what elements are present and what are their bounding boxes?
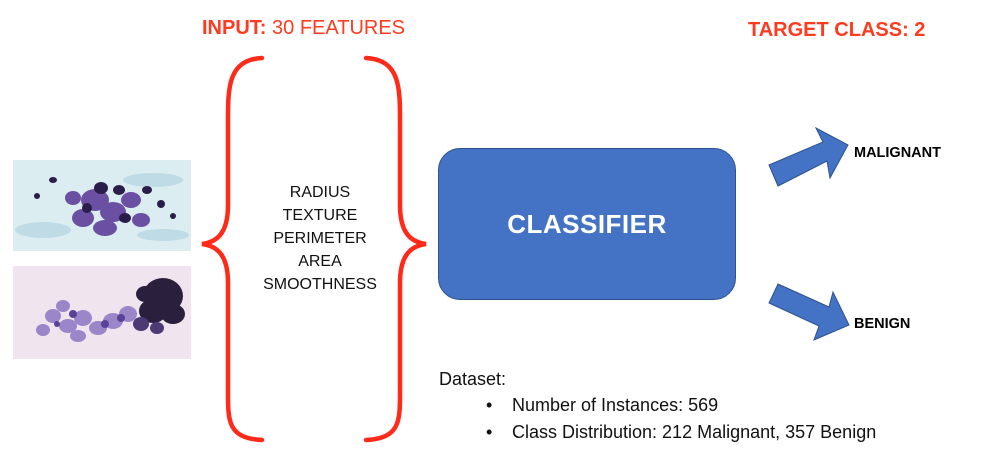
arrow-up-right-icon — [768, 126, 849, 187]
classifier-label: CLASSIFIER — [507, 208, 667, 239]
list-item: • Number of Instances: 569 — [486, 392, 876, 419]
target-class-header: TARGET CLASS: 2 — [748, 19, 926, 41]
dataset-instances: Number of Instances: 569 — [512, 395, 719, 415]
arrow-down-right-icon — [768, 283, 850, 341]
dataset-class-distribution: Class Distribution: 212 Malignant, 357 B… — [512, 422, 877, 442]
input-header-label: INPUT: — [202, 17, 267, 39]
cell-micrograph-image — [13, 266, 191, 359]
feature-item: PERIMETER — [273, 230, 367, 247]
feature-item: RADIUS — [289, 184, 351, 201]
cell-micrograph-image — [13, 160, 191, 251]
input-header: INPUT: 30 FEATURES — [202, 17, 405, 40]
feature-item: AREA — [298, 253, 342, 270]
output-label-benign: BENIGN — [854, 316, 911, 332]
feature-item: TEXTURE — [282, 207, 358, 224]
feature-item: SMOOTHNESS — [263, 276, 377, 293]
left-brace-icon — [201, 55, 265, 443]
classifier-box: CLASSIFIER — [438, 148, 736, 300]
input-header-value: 30 FEATURES — [272, 17, 406, 39]
dataset-list: • Number of Instances: 569 • Class Distr… — [486, 392, 876, 446]
list-item: • Class Distribution: 212 Malignant, 357… — [486, 419, 876, 446]
bullet-icon: • — [486, 422, 493, 442]
feature-list: RADIUS TEXTURE PERIMETER AREA SMOOTHNESS — [250, 181, 390, 296]
bullet-icon: • — [486, 395, 493, 415]
output-label-malignant: MALIGNANT — [854, 145, 941, 161]
right-brace-icon — [363, 55, 427, 443]
dataset-title: Dataset: — [439, 369, 507, 389]
